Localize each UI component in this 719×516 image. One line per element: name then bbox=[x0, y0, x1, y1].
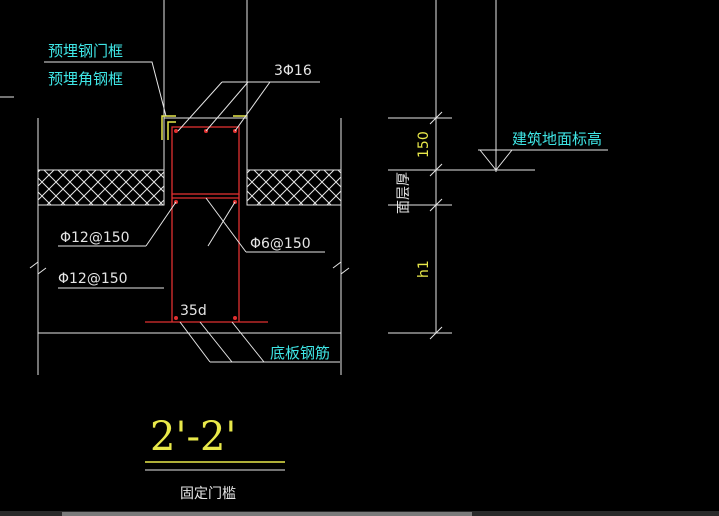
labels: 预埋钢门框 预埋角钢框 3Φ16 Φ12@150 Φ6@150 Φ12@150 … bbox=[48, 42, 602, 362]
horizontal-scrollbar-thumb[interactable] bbox=[62, 512, 472, 516]
rebar-cage bbox=[145, 126, 268, 323]
label-embedded-steel-door-frame: 预埋钢门框 bbox=[48, 42, 123, 60]
embedded-frame bbox=[161, 115, 247, 140]
section-caption: 固定门槛 bbox=[180, 486, 236, 502]
label-anchorage: 35d bbox=[180, 303, 207, 319]
label-stirrup-left: Φ12@150 bbox=[60, 230, 130, 246]
label-building-floor-elevation: 建筑地面标高 bbox=[512, 130, 602, 148]
label-embedded-angle-steel-frame: 预埋角钢框 bbox=[48, 70, 123, 88]
title-block: 2'-2' 固定门槛 bbox=[145, 414, 285, 502]
dimension-lines bbox=[388, 0, 608, 340]
section-title: 2'-2' bbox=[150, 414, 236, 460]
label-stirrup-right: Φ6@150 bbox=[250, 236, 311, 252]
rebar-dots bbox=[174, 129, 237, 320]
label-top-rebar: 3Φ16 bbox=[274, 63, 312, 79]
dim-h1: h1 bbox=[416, 260, 432, 278]
dim-150: 150 bbox=[416, 131, 432, 158]
surface-layer-right bbox=[246, 169, 342, 206]
label-bottom-slab-rebar: 底板钢筋 bbox=[270, 344, 330, 362]
leader-lines bbox=[44, 61, 340, 363]
surface-layer-left bbox=[37, 169, 165, 206]
dim-surface-layer: 面层厚 bbox=[396, 172, 412, 214]
label-stirrup-left-lower: Φ12@150 bbox=[58, 271, 128, 287]
